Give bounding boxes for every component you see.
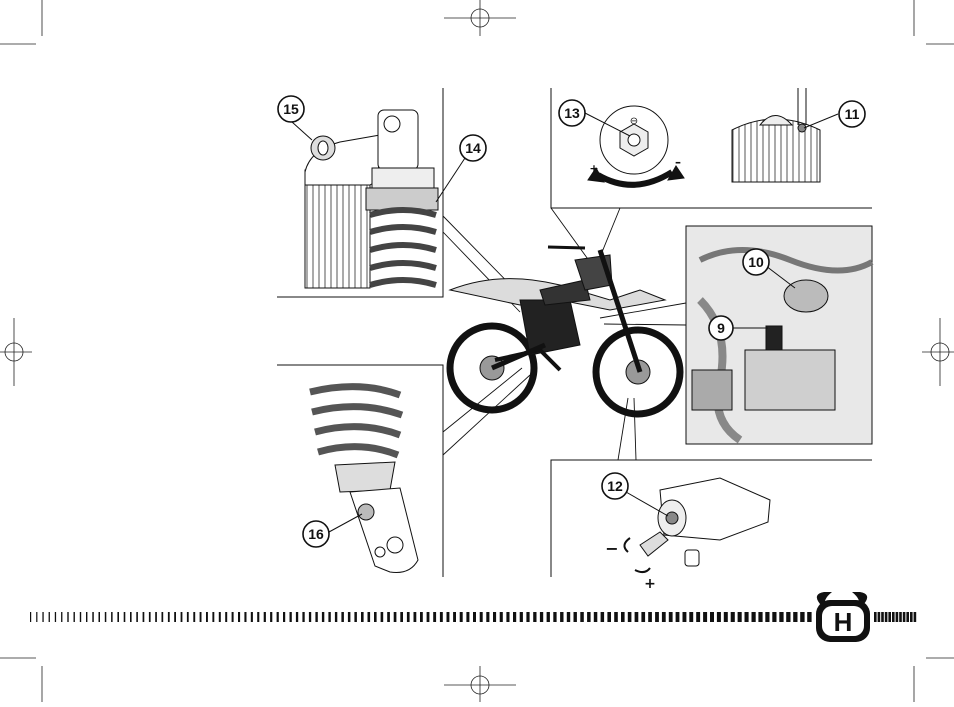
minus-sign: − [605,539,618,558]
fork-bottom-illustration [624,478,770,572]
callout-12: 12 [602,473,668,516]
registration-mark-left [0,318,32,386]
callout-15: 15 [278,96,312,140]
callout-11-label: 11 [845,106,860,122]
logo-letter: H [834,607,853,637]
minus-circle-sign: ⊖ [630,116,638,127]
callout-10-label: 10 [748,254,764,270]
minus-sign-small: – [675,155,681,169]
callout-11: 11 [804,101,865,128]
callout-15-label: 15 [283,101,299,117]
registration-mark-right [922,318,954,386]
callout-13-label: 13 [564,105,580,121]
callout-9-label: 9 [717,320,725,336]
fork-cap-illustration [732,88,820,182]
motorcycle-illustration [450,247,680,414]
rear-shock-illustration [305,110,438,288]
thumb-index-bar [30,612,916,622]
husqvarna-logo: H [816,592,870,642]
registration-mark-bottom [444,666,516,702]
callout-14-label: 14 [465,140,481,156]
plus-sign: + [644,576,656,592]
shock-lower-illustration [310,387,418,573]
callout-16-label: 16 [308,526,324,542]
callout-12-label: 12 [607,478,623,494]
callout-16: 16 [303,514,362,547]
registration-mark-top [444,0,516,36]
plus-sign-small: + [589,162,598,175]
